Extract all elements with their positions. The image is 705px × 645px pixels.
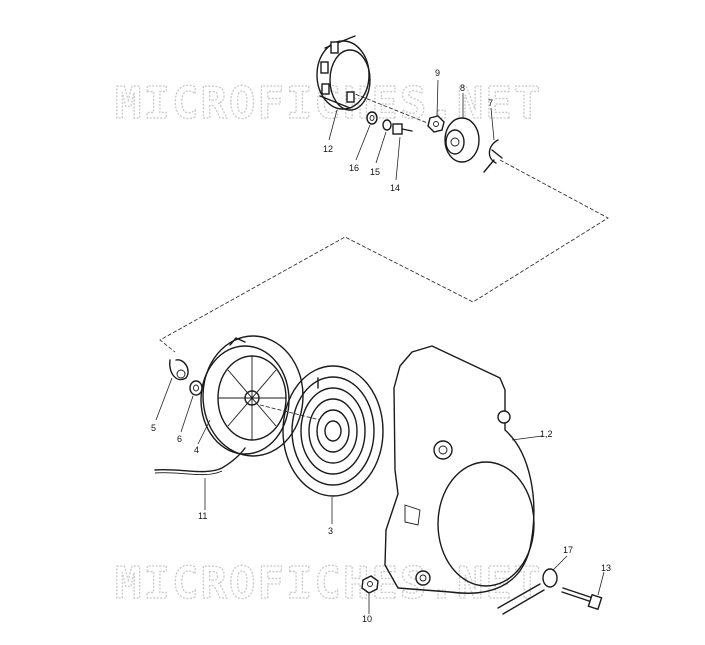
- callout-4: 4: [194, 445, 199, 455]
- bolt-part-13: [561, 587, 603, 611]
- starter-cup-part-12: [316, 35, 371, 111]
- drive-pulley-part-8: [444, 117, 480, 163]
- callout-9: 9: [435, 68, 440, 78]
- pawl-part-5: [169, 359, 189, 381]
- watermark-bottom: MICROFICHES.NET: [115, 558, 542, 609]
- starter-reel-part-4: [200, 335, 304, 457]
- recoil-spring-part-3: [282, 365, 384, 497]
- nut-part-10: [361, 575, 379, 594]
- washer-part-16: [366, 111, 378, 125]
- callout-15: 15: [370, 167, 380, 177]
- callout-8: 8: [460, 83, 465, 93]
- callout-13: 13: [601, 563, 611, 573]
- callout-6: 6: [177, 434, 182, 444]
- callout-14: 14: [390, 183, 400, 193]
- callout-1-2: 1,2: [540, 429, 553, 439]
- clip-part-7: [483, 139, 503, 173]
- bolt-part-14: [392, 123, 413, 135]
- callout-17: 17: [563, 545, 573, 555]
- lock-washer-part-15: [382, 119, 392, 131]
- callouts: 12 16 15 14 9 8 7 5 6 4 11 3 1,2 10 17 1…: [151, 68, 611, 624]
- callout-7: 7: [488, 98, 493, 108]
- starter-rope-part-11: [154, 447, 246, 476]
- washer-part-17: [497, 568, 558, 615]
- callout-11: 11: [198, 511, 207, 521]
- callout-3: 3: [328, 526, 333, 536]
- fan-housing-part-1-2: [384, 345, 535, 594]
- callout-5: 5: [151, 423, 156, 433]
- bushing-part-6: [189, 380, 203, 396]
- callout-12: 12: [323, 144, 333, 154]
- assembly-guide-lines: [159, 91, 609, 421]
- callout-leader-lines: [155, 79, 605, 614]
- callout-16: 16: [349, 163, 359, 173]
- nut-part-9: [427, 115, 445, 133]
- callout-10: 10: [362, 614, 372, 624]
